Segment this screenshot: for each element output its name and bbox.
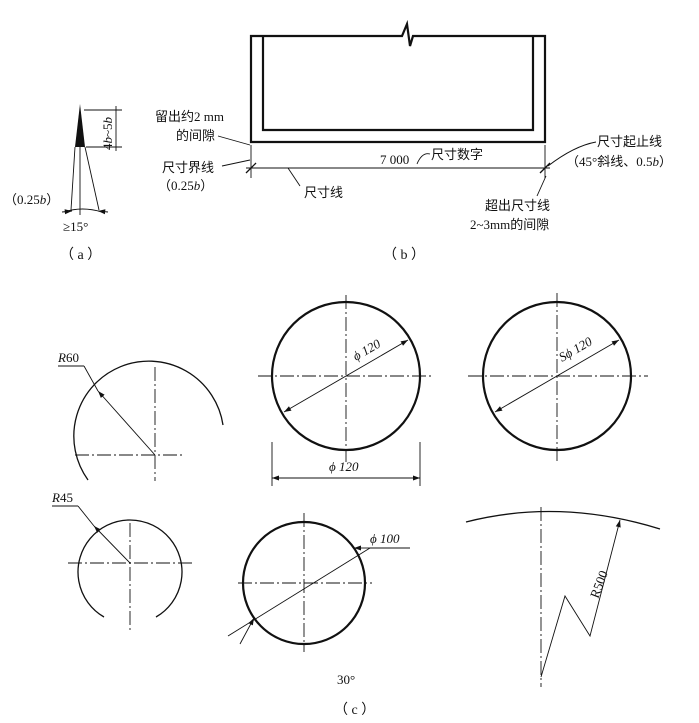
sphi120-label: Sϕ 120 [556,333,595,364]
r500-arc [465,510,661,530]
ext-line-label: 尺寸界线 [162,160,214,175]
phi100-leader-line [227,547,371,637]
dim-line-label: 尺寸线 [304,185,343,200]
angle-label: ≥15° [63,219,88,234]
dimension-text-leader [416,153,431,165]
tick-label-leader [547,141,597,167]
phi120-diameter [283,339,409,413]
tick-left [245,162,257,174]
r60-label: R60 [57,350,79,365]
gap-note-line1: 留出约2 mm [155,109,224,124]
object-outline-inner [261,36,535,132]
r45-leader [77,505,95,527]
panel-c: R60 ϕ 120 ϕ 120 Sϕ 120 R45 [51,293,661,718]
r500-label: R500 [587,568,611,600]
r60-leader [83,365,99,392]
ext-line-width: （0.25b） [158,178,213,193]
r60-radius [97,390,156,456]
phi100-label: ϕ 100 [370,531,400,546]
dimension-value: 7 000 [380,152,409,167]
tick-label-line2: （45°斜线、0.5b） [566,154,672,169]
width-label: （0.25b） [4,192,59,207]
arrowhead-sample [75,104,85,147]
overrun-leader [536,175,547,197]
panel-a: 4b~5b （0.25b） ≥15° （ a ） [4,104,122,263]
r60-arc [73,360,224,481]
r500-broken-radius [540,519,621,678]
dimension-text-label: 尺寸数字 [431,147,483,162]
r45-label: R45 [51,490,73,505]
angle-arrow-right [97,209,109,215]
panel-b: 留出约2 mm 的间隙 尺寸界线 （0.25b） 7 000 尺寸数字 尺寸线 … [155,19,672,263]
sphi120-diameter [494,339,620,413]
arrow-spread-right [84,146,100,211]
object-outline-outer [249,19,547,144]
caption-a: （ a ） [60,247,101,263]
angle-arrow-left [61,209,73,215]
gap-leader [217,135,251,146]
arrow-spread-left [70,146,76,211]
overrun-label-line2: 2~3mm的间隙 [470,217,549,232]
caption-b: （ b ） [383,247,425,263]
tick-label-line1: 尺寸起止线 [597,134,662,149]
caption-c: （ c ） [334,702,375,718]
r45-arc [77,519,183,618]
phi100-arrow-bottom [239,617,255,645]
angle30-label: 30° [337,672,355,687]
phi120-inner-label: ϕ 120 [350,336,383,364]
tick-right [539,162,551,174]
gap-note-line2: 的间隙 [176,128,215,143]
ext-line-leader [221,159,251,167]
phi120-bottom-label: ϕ 120 [329,459,359,474]
length-label: 4b~5b [100,116,115,150]
overrun-label-line1: 超出尺寸线 [485,198,550,213]
r45-radius [93,525,131,564]
dim-line-leader [287,167,301,187]
